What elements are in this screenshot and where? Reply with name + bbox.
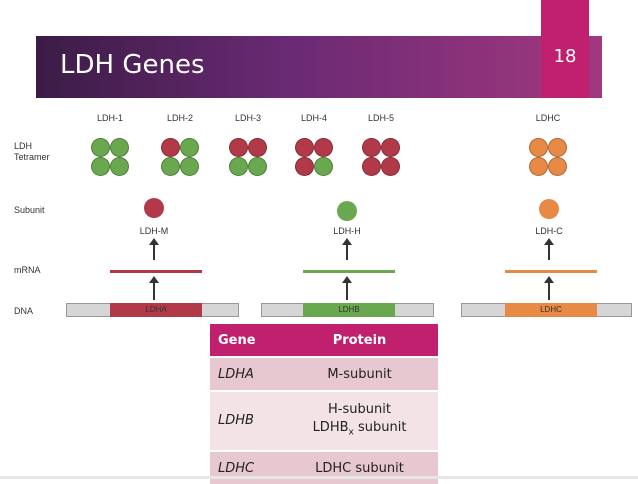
subunit-circle xyxy=(180,157,199,176)
arrow-up-icon xyxy=(544,238,554,260)
protein-line-1: H-subunit xyxy=(328,401,391,417)
table-cell-protein: M-subunit xyxy=(281,356,438,390)
subunit-label-c: LDH-C xyxy=(535,226,563,236)
arrow-up-icon xyxy=(149,276,159,300)
subunit-circle xyxy=(110,157,129,176)
arrow-up-icon xyxy=(149,238,159,260)
mrna-ldhc xyxy=(505,270,597,273)
subunit-circle xyxy=(110,138,129,157)
row-label-ldh: LDH xyxy=(14,141,33,151)
title-bar: LDH Genes xyxy=(36,36,602,98)
table-cell-protein: H-subunit LDHBx subunit xyxy=(281,390,438,450)
row-label-dna: DNA xyxy=(14,306,34,316)
tetramer-ldh3 xyxy=(227,136,269,178)
mrna-ldhb xyxy=(303,270,395,273)
subunit-circle xyxy=(229,157,248,176)
tetramer-ldh4 xyxy=(293,136,335,178)
subunit-c xyxy=(539,199,559,219)
isozyme-label: LDH-4 xyxy=(300,113,327,123)
subunit-circle xyxy=(161,157,180,176)
dna-strand-ldhb: LDHB xyxy=(261,303,434,317)
subunit-circle xyxy=(295,157,314,176)
arrow-up-icon xyxy=(342,276,352,300)
protein-line-2-rest: subunit xyxy=(353,419,407,435)
arrow-up-icon xyxy=(544,276,554,300)
tetramer-ldh2 xyxy=(159,136,201,178)
subunit-circle xyxy=(295,138,314,157)
subunit-circle xyxy=(91,138,110,157)
subunit-circle xyxy=(362,138,381,157)
dna-strand-ldha: LDHA xyxy=(66,303,239,317)
subunit-m xyxy=(144,198,164,218)
row-label-mrna: mRNA xyxy=(14,265,41,275)
subunit-circle xyxy=(161,138,180,157)
subunit-circle xyxy=(180,138,199,157)
subunit-h xyxy=(337,201,357,221)
subunit-circle xyxy=(529,138,548,157)
subunit-circle xyxy=(248,157,267,176)
mrna-ldha xyxy=(110,270,202,273)
table-header-row: Gene Protein xyxy=(210,324,438,356)
slide-title: LDH Genes xyxy=(60,50,205,80)
subunit-circle xyxy=(314,157,333,176)
tetramer-ldhc xyxy=(527,136,569,178)
gene-ldhc: LDHC xyxy=(505,303,597,317)
row-label-subunit: Subunit xyxy=(14,205,45,215)
table-row: LDHA M-subunit xyxy=(210,356,438,390)
subunit-circle xyxy=(529,157,548,176)
tetramer-ldh1 xyxy=(89,136,131,178)
subunit-circle xyxy=(548,138,567,157)
gene-ldhb: LDHB xyxy=(303,303,395,317)
subunit-circle xyxy=(548,157,567,176)
protein-line-2-subscript: x xyxy=(348,427,354,438)
gene-ldha: LDHA xyxy=(110,303,202,317)
subunit-circle xyxy=(229,138,248,157)
tetramer-ldh5 xyxy=(360,136,402,178)
subunit-circle xyxy=(381,157,400,176)
isozyme-label: LDH-3 xyxy=(234,113,261,123)
slide-number: 18 xyxy=(553,46,577,67)
bottom-divider xyxy=(0,476,638,479)
table-cell-gene: LDHB xyxy=(210,390,281,450)
subunit-circle xyxy=(314,138,333,157)
gene-protein-table: Gene Protein LDHA M-subunit LDHB H-subun… xyxy=(210,324,438,484)
isozyme-label: LDH-2 xyxy=(166,113,193,123)
subunit-circle xyxy=(248,138,267,157)
subunit-circle xyxy=(381,138,400,157)
subunit-circle xyxy=(362,157,381,176)
dna-strand-ldhc: LDHC xyxy=(461,303,632,317)
table-header-gene: Gene xyxy=(210,324,281,356)
isozyme-label: LDH-5 xyxy=(367,113,394,123)
subunit-label-m: LDH-M xyxy=(139,226,169,236)
protein-line-2-main: LDHB xyxy=(312,419,349,435)
protein-line-2: LDHBx subunit xyxy=(282,419,437,442)
subunit-circle xyxy=(91,157,110,176)
table-cell-gene: LDHA xyxy=(210,356,281,390)
arrow-up-icon xyxy=(342,238,352,260)
slide-number-box: 18 xyxy=(541,0,589,98)
isozyme-label: LDHC xyxy=(535,113,561,123)
row-label-tetramer: Tetramer xyxy=(14,152,50,162)
subunit-label-h: LDH-H xyxy=(333,226,361,236)
table-row: LDHB H-subunit LDHBx subunit xyxy=(210,390,438,450)
table-header-protein: Protein xyxy=(281,324,438,356)
isozyme-label: LDH-1 xyxy=(96,113,123,123)
